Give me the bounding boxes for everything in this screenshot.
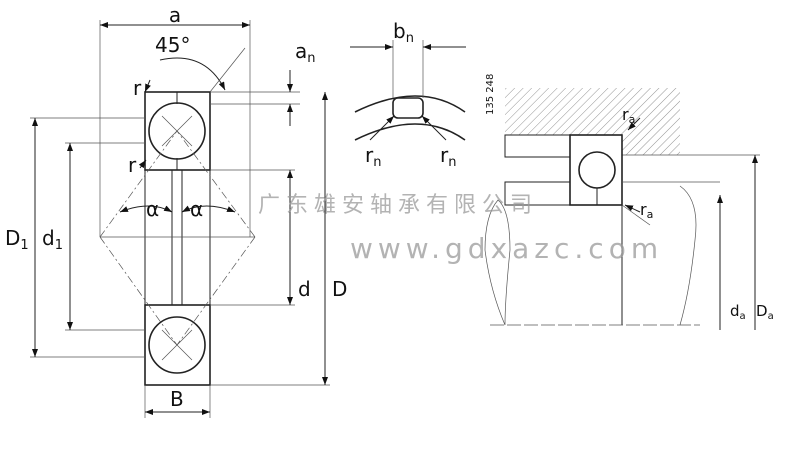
label-D1: D1 <box>5 226 29 253</box>
watermark-company: 广东雄安轴承有限公司 <box>258 193 538 218</box>
watermark-url: www.gdxazc.com <box>350 232 663 265</box>
label-rn-right: rn <box>440 143 456 170</box>
label-an: an <box>295 39 316 66</box>
label-d1: d1 <box>42 226 63 253</box>
label-ra-top: ra <box>622 105 635 126</box>
label-da: da <box>730 302 746 322</box>
mounting-detail <box>484 88 760 330</box>
label-Da: Da <box>756 302 774 322</box>
label-alpha-right: α <box>190 197 203 221</box>
label-alpha-left: α <box>146 197 159 221</box>
label-r-mid: r <box>128 153 137 177</box>
label-rn-left: rn <box>365 143 381 170</box>
label-r-top: r <box>133 76 142 100</box>
label-angle: 45° <box>155 33 190 57</box>
drawing-id: 135 248 <box>485 74 496 115</box>
label-d: d <box>298 277 311 301</box>
cage-detail <box>350 40 466 141</box>
label-D: D <box>332 277 347 301</box>
bearing-section-bottom <box>144 304 211 386</box>
label-a: a <box>169 3 181 27</box>
label-bn: bn <box>393 19 414 46</box>
label-ra-bottom: ra <box>640 200 653 221</box>
bearing-section-top <box>144 91 211 171</box>
label-B: B <box>170 387 184 411</box>
